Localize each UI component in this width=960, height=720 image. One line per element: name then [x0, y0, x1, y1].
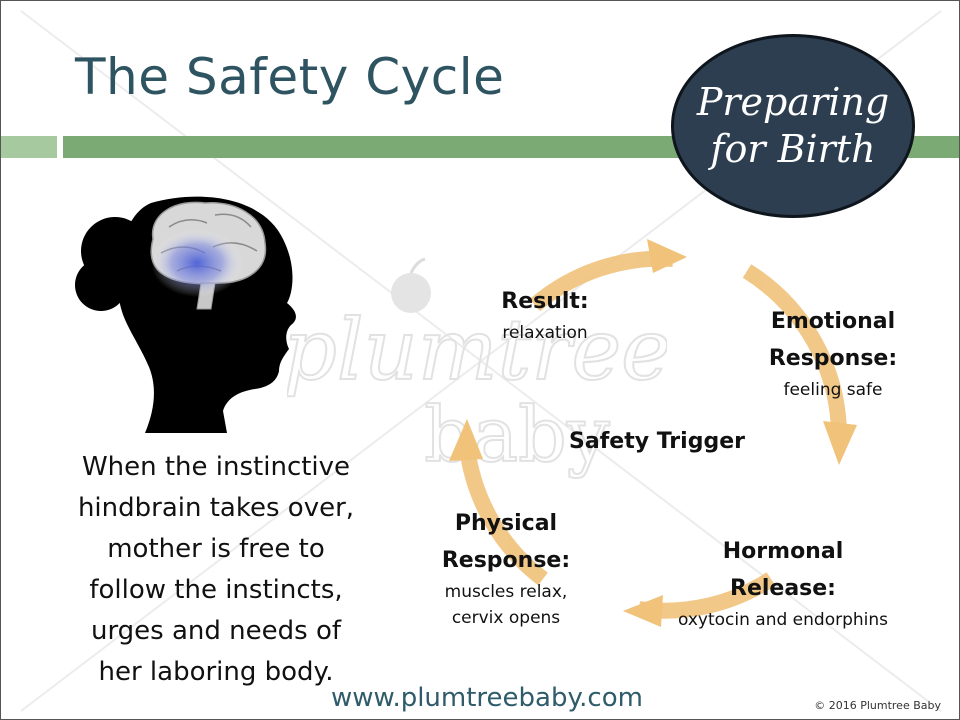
step-detail: cervix opens: [451, 608, 561, 628]
cycle-step-hormonal-release: Hormonal Release: oxytocin and endorphin…: [661, 533, 905, 633]
cycle-arrowhead-left: [449, 419, 483, 461]
step-label: Result:: [501, 289, 589, 314]
step-detail: oxytocin and endorphins: [677, 610, 889, 630]
cycle-step-result: Result: relaxation: [475, 283, 615, 346]
step-label: Physical: [454, 511, 558, 536]
step-label: Response:: [441, 548, 571, 573]
step-detail: relaxation: [502, 323, 588, 343]
badge-line-2: for Birth: [710, 127, 876, 171]
title-bar-accent: [1, 136, 57, 158]
step-label: Emotional: [770, 309, 896, 334]
step-detail: feeling safe: [783, 380, 883, 400]
cycle-arrowhead-top: [647, 239, 687, 273]
brain-icon: [150, 201, 267, 310]
cycle-step-emotional-response: Emotional Response: feeling safe: [747, 303, 919, 403]
plum-logo-icon: [391, 257, 431, 313]
step-label: Release:: [730, 576, 836, 601]
badge-line-1: Preparing: [696, 79, 890, 124]
watermark-word-2: baby: [424, 390, 610, 479]
step-label: Hormonal: [722, 539, 844, 564]
preparing-for-birth-badge: Preparing for Birth: [671, 34, 915, 218]
watermark-word-1: plumtree: [287, 301, 667, 399]
cycle-arrowhead-right: [823, 421, 857, 465]
hindbrain-description: When the instinctive hindbrain takes ove…: [56, 447, 376, 693]
cycle-arrow-left: [459, 445, 548, 586]
description-line: urges and needs of: [90, 616, 342, 646]
description-line: When the instinctive: [81, 452, 351, 482]
cycle-step-physical-response: Physical Response: muscles relax, cervix…: [421, 505, 591, 631]
description-line: hindbrain takes over,: [77, 493, 355, 523]
safety-trigger-label: Safety Trigger: [569, 429, 745, 454]
website-url: www.plumtreebaby.com: [331, 683, 643, 713]
description-line: mother is free to: [107, 534, 325, 564]
copyright-notice: © 2016 Plumtree Baby: [814, 699, 941, 712]
plumtree-watermark: plumtree baby: [287, 257, 667, 480]
description-line: her laboring body.: [98, 657, 334, 687]
page-title: The Safety Cycle: [75, 48, 505, 106]
step-label: Response:: [768, 346, 898, 371]
step-detail: muscles relax,: [444, 582, 568, 602]
description-line: follow the instincts,: [89, 575, 343, 605]
head-silhouette-with-brain-icon: [75, 196, 296, 433]
cycle-arrowhead-bottom: [623, 595, 663, 627]
cycle-arrow-right: [742, 264, 848, 438]
